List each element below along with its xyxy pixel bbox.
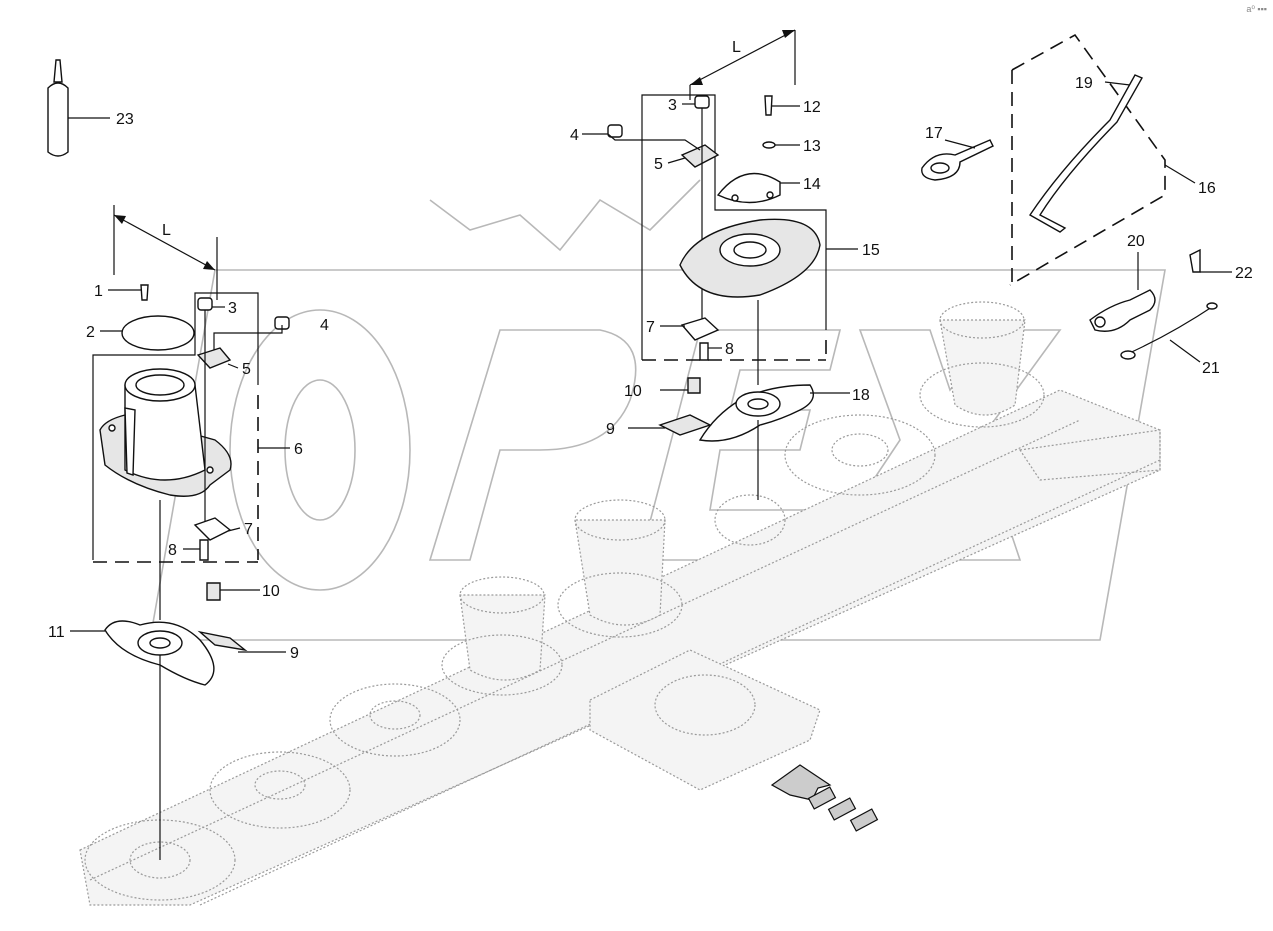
left-assembly-frame bbox=[92, 292, 259, 563]
knife-9-left bbox=[197, 630, 248, 652]
callout-4-left: 4 bbox=[320, 317, 329, 334]
callout-23: 23 bbox=[116, 111, 134, 128]
washer-13 bbox=[762, 141, 776, 149]
corner-mark: a⁰ ▪▪▪ bbox=[1246, 4, 1267, 14]
dimension-l-left: L bbox=[162, 222, 171, 239]
callout-16: 16 bbox=[1198, 180, 1216, 197]
wire-21 bbox=[1124, 304, 1216, 356]
bolt-12 bbox=[764, 95, 773, 116]
dimension-left: L bbox=[113, 205, 218, 300]
knife-9-right bbox=[658, 414, 712, 436]
plate-7-right bbox=[680, 317, 720, 341]
callout-15: 15 bbox=[862, 242, 880, 259]
callout-7-right: 7 bbox=[646, 319, 655, 336]
callout-5-right: 5 bbox=[654, 156, 663, 173]
nut-4-right bbox=[607, 124, 623, 138]
callout-4-right: 4 bbox=[570, 127, 579, 144]
cotter-pin-22 bbox=[1189, 248, 1201, 273]
callout-12: 12 bbox=[803, 99, 821, 116]
callout-3-right: 3 bbox=[668, 97, 677, 114]
callout-9-left: 9 bbox=[290, 645, 299, 662]
callout-7-left: 7 bbox=[244, 521, 253, 538]
callout-8-right: 8 bbox=[725, 341, 734, 358]
bolt-10-left bbox=[206, 582, 221, 601]
plate-7-left bbox=[193, 517, 232, 541]
callout-10-right: 10 bbox=[624, 383, 642, 400]
callout-2: 2 bbox=[86, 324, 95, 341]
bracket-5-right bbox=[680, 144, 720, 168]
callout-6: 6 bbox=[294, 441, 303, 458]
wrench-19 bbox=[1028, 74, 1143, 233]
screw-1 bbox=[140, 284, 149, 301]
drum-left bbox=[99, 368, 232, 497]
bolt-8-right bbox=[699, 342, 709, 361]
callout-21: 21 bbox=[1202, 360, 1220, 377]
callout-8-left: 8 bbox=[168, 542, 177, 559]
nut-3-right bbox=[694, 95, 710, 109]
tool-frame-16 bbox=[1009, 33, 1166, 286]
cap-14 bbox=[716, 172, 781, 204]
callout-20: 20 bbox=[1127, 233, 1145, 250]
callout-14: 14 bbox=[803, 176, 821, 193]
dimension-l-right: L bbox=[732, 39, 741, 56]
callout-18: 18 bbox=[852, 387, 870, 404]
sealant-tube bbox=[47, 59, 110, 157]
callout-19: 19 bbox=[1075, 75, 1093, 92]
bolt-8-left bbox=[199, 539, 209, 561]
bracket-20 bbox=[1089, 289, 1156, 332]
leader-lines bbox=[70, 81, 1232, 653]
bracket-5-left bbox=[196, 347, 232, 369]
nut-3-left bbox=[197, 297, 213, 311]
callout-13: 13 bbox=[803, 138, 821, 155]
callout-labels: 1 2 3 3 4 4 5 5 6 7 7 8 8 9 9 10 10 11 1… bbox=[48, 75, 1253, 662]
callout-1: 1 bbox=[94, 283, 103, 300]
callout-3-left: 3 bbox=[228, 300, 237, 317]
callout-5-left: 5 bbox=[242, 361, 251, 378]
callout-11: 11 bbox=[48, 624, 65, 641]
drum-15 bbox=[679, 218, 821, 298]
cutting-disc-right bbox=[698, 300, 814, 500]
bolt-10-right bbox=[687, 377, 701, 394]
callout-17: 17 bbox=[925, 125, 943, 142]
direction-arrow bbox=[770, 764, 879, 832]
callout-9-right: 9 bbox=[606, 421, 615, 438]
cover-disc bbox=[121, 315, 195, 351]
dimension-right: L bbox=[689, 29, 796, 100]
callout-22: 22 bbox=[1235, 265, 1253, 282]
spanner-17 bbox=[921, 139, 994, 181]
callout-10-left: 10 bbox=[262, 583, 280, 600]
cutter-bar-ghost bbox=[79, 301, 1161, 906]
cutting-disc-left bbox=[104, 620, 215, 860]
